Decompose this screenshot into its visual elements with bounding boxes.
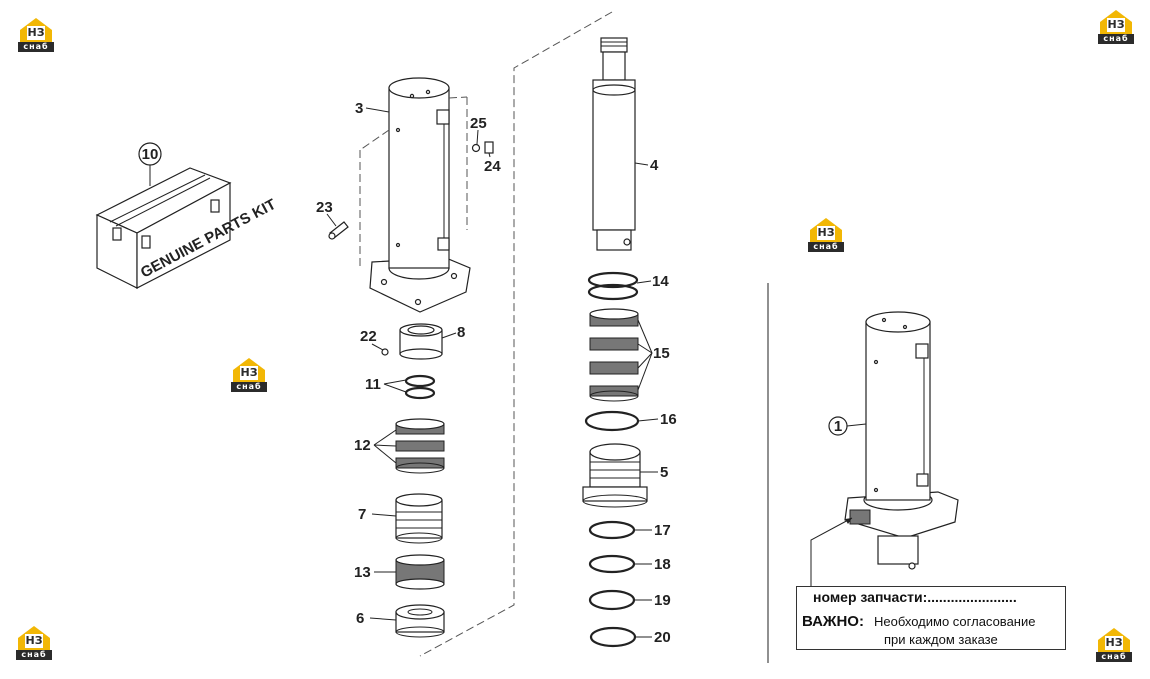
brand-monogram: НЗ bbox=[1105, 636, 1123, 650]
brand-monogram: НЗ bbox=[1107, 18, 1125, 32]
gland-7 bbox=[395, 493, 443, 544]
brand-monogram: НЗ bbox=[240, 366, 258, 380]
callout-5: 5 bbox=[660, 464, 668, 481]
brand-subtitle: снаб bbox=[231, 382, 267, 392]
callout-23: 23 bbox=[316, 199, 333, 216]
note-line-1: Необходимо согласование bbox=[874, 614, 1036, 629]
part-number-label: номер запчасти:....................... bbox=[813, 589, 1017, 605]
brand-logo: НЗ снаб bbox=[18, 18, 54, 52]
brand-subtitle: снаб bbox=[16, 650, 52, 660]
ring-6 bbox=[395, 604, 445, 638]
callout-18: 18 bbox=[654, 556, 671, 573]
brand-monogram: НЗ bbox=[25, 634, 43, 648]
note-line-2: при каждом заказе bbox=[884, 632, 998, 647]
plug-24 bbox=[484, 141, 494, 154]
rings-11 bbox=[404, 374, 436, 400]
callout-7: 7 bbox=[358, 506, 366, 523]
pin-22 bbox=[381, 348, 389, 356]
callout-14: 14 bbox=[652, 273, 669, 290]
ring-20 bbox=[589, 626, 637, 648]
piston-rod bbox=[592, 37, 636, 251]
brand-subtitle: снаб bbox=[1096, 652, 1132, 662]
brand-logo: НЗ снаб bbox=[808, 218, 844, 252]
ring-19 bbox=[588, 589, 636, 611]
part-number-pointer bbox=[810, 517, 853, 590]
callout-11: 11 bbox=[365, 376, 381, 393]
brand-subtitle: снаб bbox=[808, 242, 844, 252]
callout-17: 17 bbox=[654, 522, 671, 539]
callout-25: 25 bbox=[470, 115, 487, 132]
callout-15: 15 bbox=[653, 345, 670, 362]
brand-logo: НЗ снаб bbox=[16, 626, 52, 660]
piston-5 bbox=[582, 443, 648, 508]
parts-kit-box: GENUINE PARTS KIT bbox=[95, 167, 279, 289]
cylinder-body bbox=[359, 77, 471, 313]
brand-subtitle: снаб bbox=[18, 42, 54, 52]
callout-3: 3 bbox=[355, 100, 363, 117]
callout-4: 4 bbox=[650, 157, 659, 174]
ring-14 bbox=[587, 271, 639, 301]
seal-13 bbox=[395, 554, 445, 590]
part-number-note: номер запчасти:....................... В… bbox=[796, 586, 1066, 650]
callout-1: 1 bbox=[834, 418, 842, 435]
callout-10: 10 bbox=[142, 146, 159, 163]
callout-19: 19 bbox=[654, 592, 671, 609]
callout-13: 13 bbox=[354, 564, 371, 581]
ring-16 bbox=[584, 410, 640, 432]
callout-16: 16 bbox=[660, 411, 677, 428]
brand-monogram: НЗ bbox=[817, 226, 835, 240]
assembled-cylinder bbox=[844, 311, 959, 570]
callout-20: 20 bbox=[654, 629, 671, 646]
ring-17 bbox=[588, 520, 636, 540]
brand-logo: НЗ снаб bbox=[1098, 10, 1134, 44]
brand-subtitle: снаб bbox=[1098, 34, 1134, 44]
brand-monogram: НЗ bbox=[27, 26, 45, 40]
ring-18 bbox=[588, 554, 636, 574]
seals-15 bbox=[589, 308, 639, 402]
nut-8 bbox=[399, 323, 443, 360]
callout-12: 12 bbox=[354, 437, 371, 454]
seals-12 bbox=[395, 418, 445, 474]
callout-8: 8 bbox=[457, 324, 465, 341]
callout-24: 24 bbox=[484, 158, 501, 175]
brand-logo: НЗ снаб bbox=[231, 358, 267, 392]
callout-22: 22 bbox=[360, 328, 377, 345]
brand-logo: НЗ снаб bbox=[1096, 628, 1132, 662]
fitting-23 bbox=[328, 221, 349, 240]
important-label: ВАЖНО: bbox=[802, 613, 864, 630]
washer-25 bbox=[471, 143, 481, 153]
callout-6: 6 bbox=[356, 610, 364, 627]
